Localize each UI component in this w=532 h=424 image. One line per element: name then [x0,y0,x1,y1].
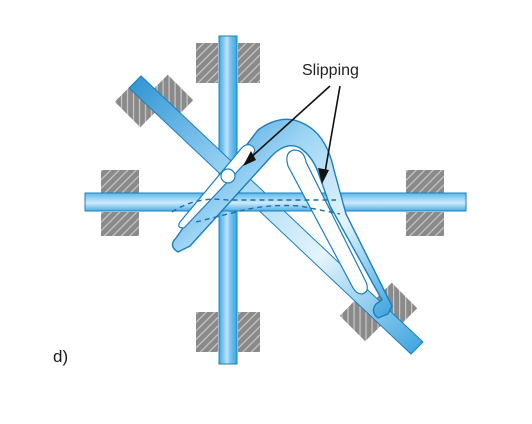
clamp-left-top [101,170,139,194]
slot-right [286,149,368,295]
clamp-diagonal-lower-1 [339,298,383,342]
arrowhead-left [243,151,256,166]
arrowhead-right [318,168,329,184]
bent-plate-outline [171,118,393,319]
bent-plate [171,118,393,319]
clamp-top-left [196,43,218,83]
hidden-edge-dashes [171,198,341,223]
clamp-bottom-right [238,312,260,352]
panel-label: d) [53,347,69,366]
slipping-callout-arrows [243,85,341,184]
clamp-bottom-left [196,312,218,352]
clamp-right-bottom [406,212,444,236]
slipping-label: Slipping [302,62,359,79]
horizontal-rod [84,192,467,212]
bolt-hole [220,168,236,184]
clamp-top-right [238,43,260,83]
clamp-diagonal-upper-1 [114,84,158,128]
arrow-to-right-slot [323,85,341,179]
clamp-right-top [406,170,444,194]
clamp-diagonal-upper-2 [150,74,194,118]
diagonal-rod [128,75,424,355]
clamp-left-bottom [101,212,139,236]
arrow-to-left-slot [247,85,331,161]
slot-left [178,144,256,229]
clamp-blocks [101,43,444,352]
